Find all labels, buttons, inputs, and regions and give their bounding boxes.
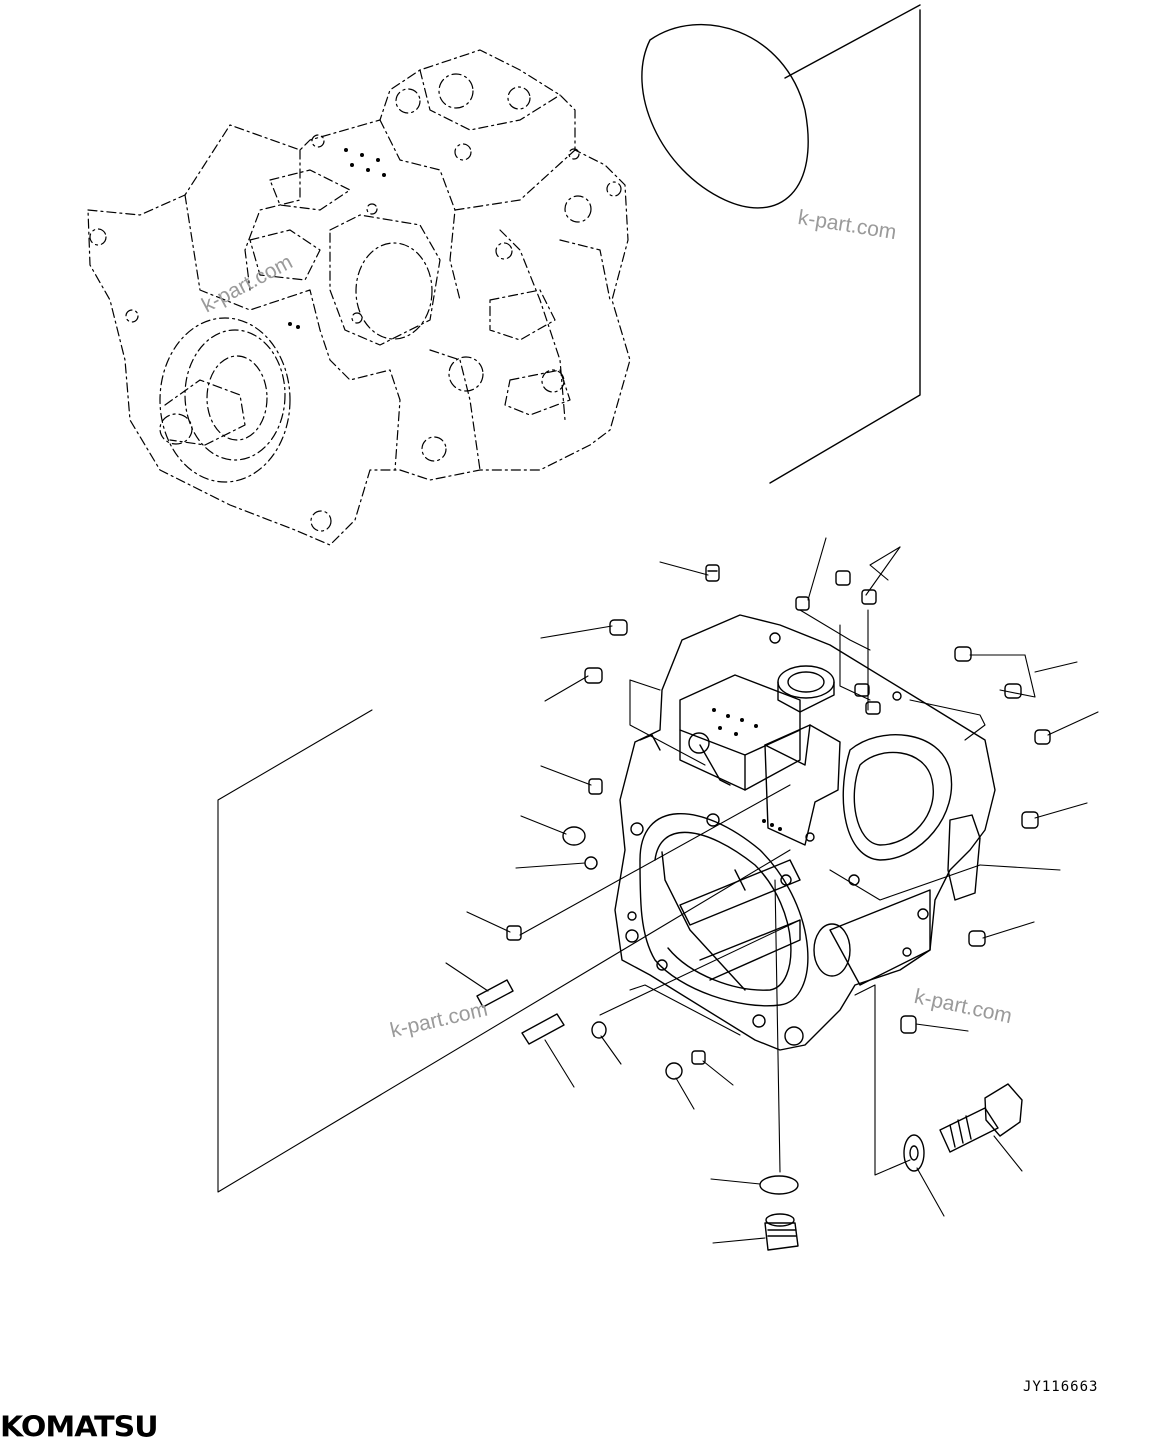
pump-case-dots — [712, 708, 782, 831]
small-parts — [476, 564, 1051, 1251]
leader-lines — [445, 537, 1099, 1244]
plug-right-5 — [968, 930, 986, 947]
o-ring-1 — [562, 826, 586, 846]
bolt-top-1 — [705, 564, 720, 582]
drain-plug — [764, 1213, 799, 1251]
pump-case-holes — [625, 632, 929, 1046]
plug-left-2 — [584, 667, 603, 684]
bolt-top-3 — [861, 589, 877, 605]
plug-right-2 — [1004, 683, 1022, 699]
pump-case-body — [614, 614, 996, 1051]
plug-right-4 — [1021, 811, 1039, 829]
o-ring-2 — [584, 856, 598, 870]
alignment-lines — [217, 609, 1036, 1193]
gasket-ring — [641, 4, 921, 484]
pump-dots — [288, 148, 386, 329]
plug-right-3 — [1034, 729, 1051, 745]
bolt-top-4 — [795, 596, 810, 611]
plug-bottom-2 — [691, 1050, 706, 1065]
plug-top-5 — [854, 683, 870, 697]
komatsu-logo: KOMATSU — [0, 1410, 159, 1444]
o-ring-3 — [591, 1021, 607, 1039]
drawing-code: JY116663 — [1023, 1379, 1099, 1395]
pump-assembly-reference — [87, 49, 631, 546]
dowel-pin-1 — [476, 979, 514, 1008]
plug-left-1 — [609, 619, 628, 636]
plug-left-3 — [588, 778, 603, 795]
o-ring-5 — [759, 1175, 799, 1195]
plug-right-1 — [954, 646, 972, 662]
o-ring-4 — [665, 1062, 683, 1080]
washer — [903, 1134, 925, 1172]
hex-bolt — [939, 1083, 1023, 1153]
bolt-top-2 — [835, 570, 851, 586]
plug-bottom-1 — [900, 1015, 917, 1034]
plug-top-6 — [865, 701, 881, 715]
plug-left-4 — [506, 925, 522, 941]
dowel-pin-2 — [521, 1013, 565, 1045]
